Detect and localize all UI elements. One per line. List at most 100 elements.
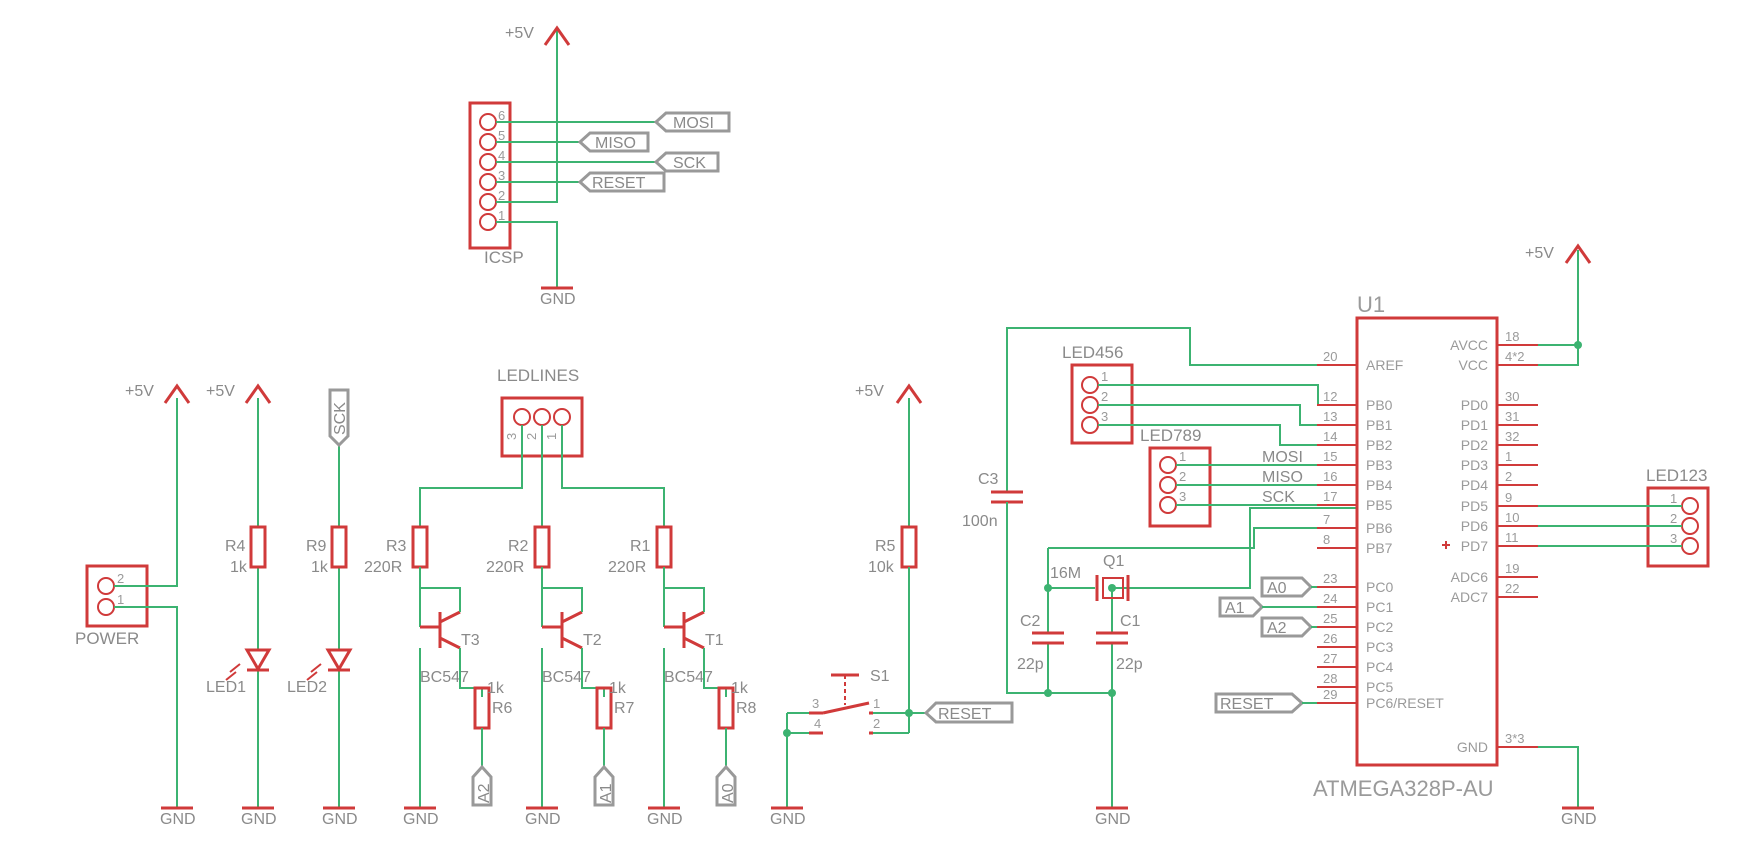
resistor-r8[interactable]: R8 1k	[717, 680, 757, 730]
power-ref-label: POWER	[75, 629, 139, 648]
ledlines-pin-3: 3	[504, 433, 519, 440]
mcu-pin-number: 7	[1323, 512, 1330, 527]
supply-5v-label: +5V	[505, 25, 534, 42]
icsp-pin-3: 3	[498, 168, 505, 183]
net-text-sck: SCK	[1262, 489, 1295, 506]
mcu-pin-number: 8	[1323, 532, 1330, 547]
supply-5v-label: +5V	[855, 383, 884, 400]
mcu-pin-name: PB5	[1366, 497, 1393, 513]
crystal-q1[interactable]: Q1 16M	[1050, 553, 1130, 601]
resistor-ref: R3	[386, 538, 407, 555]
supply-5v-icsp: +5V	[505, 25, 571, 46]
mcu-pin-number: 12	[1323, 389, 1337, 404]
led789-connector[interactable]: 1 2 3 LED789	[1140, 426, 1212, 528]
mcu-pin-number: 3*3	[1505, 731, 1525, 746]
net-label-a1: A1	[593, 764, 615, 807]
net-label-text: A2	[1267, 620, 1287, 637]
mcu-pin-name: PC4	[1366, 659, 1393, 675]
ledlines-connector[interactable]: 3 2 1 LEDLINES	[497, 366, 584, 458]
reset-switch-s1[interactable]: S1 3 4 1 2	[809, 668, 890, 735]
net-label-a2: A2	[471, 764, 493, 807]
resistor-r3[interactable]: R3 220R	[364, 525, 429, 576]
resistor-ref: R2	[508, 538, 529, 555]
led-led1[interactable]: LED1	[206, 648, 272, 696]
resistor-r2[interactable]: R2 220R	[486, 525, 551, 576]
net-label-sck-icsp: SCK	[653, 151, 720, 173]
gnd-label: GND	[403, 811, 439, 828]
net-label-a2-mcu: A2	[1260, 616, 1314, 638]
mcu-u1[interactable]: U1 ATMEGA328P-AU 20AREF12PB013PB114PB215…	[1313, 292, 1538, 801]
gnd-label: GND	[1561, 811, 1597, 828]
transistor-t2[interactable]: T2 BC547	[542, 610, 602, 686]
switch-pin-2: 2	[873, 716, 880, 731]
mcu-pin-number: 27	[1323, 651, 1337, 666]
mcu-pin-number: 31	[1505, 409, 1519, 424]
capacitor-ref: C3	[978, 471, 999, 488]
resistor-ref: R1	[630, 538, 651, 555]
net-label-text: A1	[1225, 600, 1245, 617]
icsp-pin-2: 2	[498, 188, 505, 203]
transistor-t1[interactable]: T1 BC547	[664, 610, 724, 686]
transistor-value: BC547	[420, 669, 469, 686]
led456-pin-2: 2	[1101, 389, 1108, 404]
crystal-ref: Q1	[1103, 553, 1124, 570]
supply-5v-power: +5V	[125, 383, 191, 404]
resistor-ref: R4	[225, 538, 246, 555]
mcu-pin-name: GND	[1457, 739, 1488, 755]
resistor-r9[interactable]: R9 1k	[306, 525, 348, 576]
ledlines-pin-1: 1	[544, 433, 559, 440]
resistor-r7[interactable]: R7 1k	[595, 680, 635, 730]
switch-pin-1: 1	[873, 696, 880, 711]
resistor-r4[interactable]: R4 1k	[225, 525, 267, 576]
mcu-pin-number: 20	[1323, 349, 1337, 364]
led-ref: LED2	[287, 679, 327, 696]
resistor-r6[interactable]: R6 1k	[473, 680, 513, 730]
resistor-r5[interactable]: R5 10k	[868, 525, 918, 576]
capacitor-c3[interactable]: C3 100n	[962, 471, 1023, 530]
gnd-label: GND	[525, 811, 561, 828]
capacitor-c2[interactable]: C2 22p	[1017, 613, 1064, 673]
mcu-value: ATMEGA328P-AU	[1313, 776, 1494, 801]
mcu-pin-name: ADC6	[1451, 569, 1489, 585]
net-label-text: A1	[598, 783, 615, 803]
led123-pin-2: 2	[1670, 511, 1677, 526]
led123-connector[interactable]: 1 2 3 LED123	[1646, 466, 1710, 568]
gnd-label: GND	[1095, 811, 1131, 828]
transistor-t3[interactable]: T3 BC547	[420, 610, 480, 686]
net-label-a0-mcu: A0	[1260, 576, 1314, 598]
resistor-value: 220R	[364, 559, 402, 576]
switch-ref: S1	[870, 668, 890, 685]
net-label-a1-mcu: A1	[1218, 596, 1265, 618]
led123-pin-1: 1	[1670, 491, 1677, 506]
mcu-pin-name: PD3	[1461, 457, 1488, 473]
mcu-pin-name: PB1	[1366, 417, 1393, 433]
icsp-header[interactable]: 6 5 4 3 2 1 ICSP	[468, 101, 524, 267]
net-label-text: A0	[720, 783, 737, 803]
transistor-ref: T1	[705, 632, 724, 649]
net-label-reset-switch: RESET	[923, 701, 1014, 724]
net-text-miso: MISO	[1262, 469, 1303, 486]
mcu-pin-name: PC5	[1366, 679, 1393, 695]
mcu-pin-number: 9	[1505, 490, 1512, 505]
net-label-a0: A0	[715, 764, 737, 807]
power-pin-1: 1	[117, 592, 124, 607]
mcu-pin-name: PC2	[1366, 619, 1393, 635]
mcu-pin-name: PC0	[1366, 579, 1393, 595]
mcu-pin-number: 29	[1323, 687, 1337, 702]
capacitor-c1[interactable]: C1 22p	[1096, 613, 1143, 673]
resistor-ref: R7	[614, 700, 635, 717]
mcu-pin-number: 19	[1505, 561, 1519, 576]
supply-5v-label: +5V	[125, 383, 154, 400]
resistor-r1[interactable]: R1 220R	[608, 525, 673, 576]
net-label-reset-icsp: RESET	[577, 171, 666, 193]
mcu-pin-name: PB2	[1366, 437, 1393, 453]
mcu-pin-number: 22	[1505, 581, 1519, 596]
led-led2[interactable]: LED2	[287, 648, 353, 696]
mcu-pin-name: PC1	[1366, 599, 1393, 615]
mcu-ref: U1	[1357, 292, 1385, 317]
led456-ref-label: LED456	[1062, 343, 1123, 362]
mcu-pin-number: 14	[1323, 429, 1337, 444]
gnd-symbol-t3: GND	[403, 806, 439, 828]
led456-connector[interactable]: 1 2 3 LED456	[1062, 343, 1134, 445]
mcu-pin-name: PD1	[1461, 417, 1488, 433]
